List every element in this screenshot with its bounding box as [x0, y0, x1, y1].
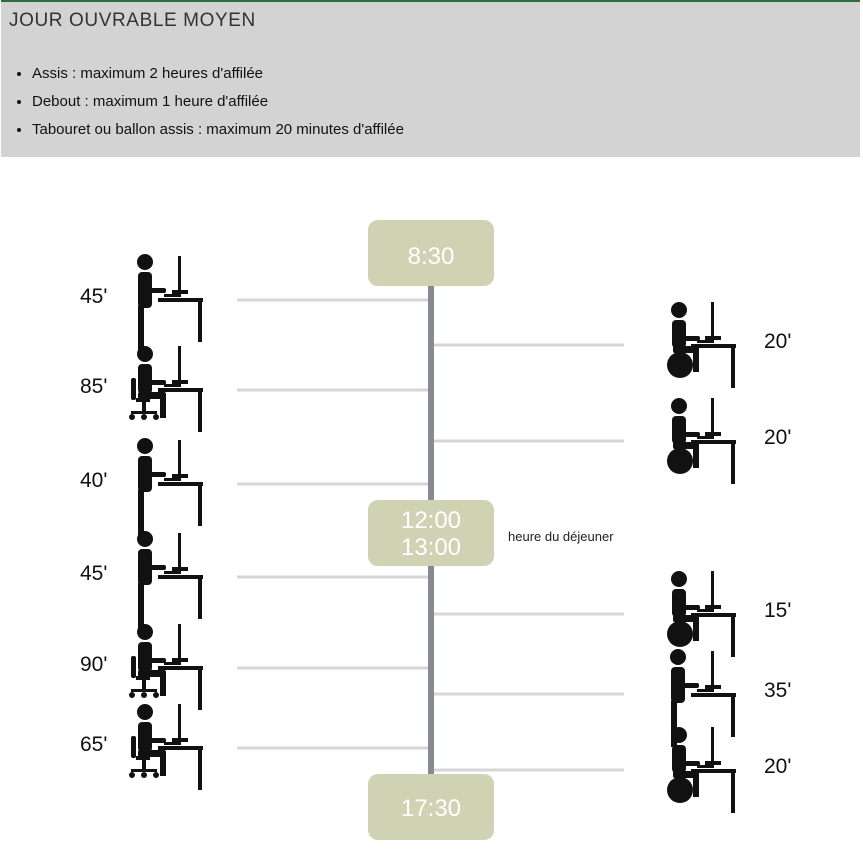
- posture-figure: [137, 254, 203, 352]
- posture-figure: [667, 398, 736, 484]
- connector-lines: [237, 298, 624, 772]
- end-time: 17:30: [401, 795, 461, 822]
- posture-figure: [137, 438, 203, 536]
- posture-figure: [129, 704, 203, 790]
- duration-label: 15': [764, 599, 791, 622]
- desk-icon: [158, 704, 203, 790]
- desk-icon: [691, 302, 736, 388]
- desk-icon: [158, 346, 203, 432]
- rule-sitting: Assis : maximum 2 heures d'affilée: [32, 60, 404, 88]
- ball-sitting-icon: [667, 571, 700, 647]
- ball-sitting-icon: [667, 727, 700, 803]
- page-title: JOUR OUVRABLE MOYEN: [9, 10, 256, 31]
- lunch-label: heure du déjeuner: [508, 529, 614, 544]
- standing-icon: [137, 254, 166, 352]
- desk-icon: [158, 533, 203, 619]
- duration-label: 45': [80, 285, 107, 308]
- standing-icon: [137, 438, 166, 536]
- posture-figure: [137, 531, 203, 629]
- desk-icon: [158, 440, 203, 526]
- duration-label: 20': [764, 755, 791, 778]
- posture-figure: [667, 727, 736, 813]
- desk-icon: [158, 256, 203, 342]
- desk-icon: [158, 624, 203, 710]
- chair-sitting-icon: [129, 704, 166, 778]
- start-time-badge: [368, 220, 494, 286]
- standing-icon: [137, 531, 166, 629]
- duration-label: 20': [764, 426, 791, 449]
- duration-label: 40': [80, 469, 107, 492]
- ball-sitting-icon: [667, 302, 700, 378]
- posture-figure: [667, 571, 736, 657]
- lunch-badge: [368, 500, 494, 566]
- end-time-badge: [368, 774, 494, 840]
- duration-label: 90': [80, 653, 107, 676]
- header-panel: JOUR OUVRABLE MOYEN Assis : maximum 2 he…: [1, 0, 860, 157]
- rules-list: Assis : maximum 2 heures d'affilée Debou…: [1, 60, 404, 144]
- desk-icon: [691, 571, 736, 657]
- duration-label: 20': [764, 330, 791, 353]
- posture-figure: [667, 302, 736, 388]
- lunch-end-time: 13:00: [401, 534, 461, 561]
- ball-sitting-icon: [667, 398, 700, 474]
- duration-label: 45': [80, 562, 107, 585]
- chair-sitting-icon: [129, 624, 166, 698]
- posture-figure: [129, 346, 203, 432]
- rule-standing: Debout : maximum 1 heure d'affilée: [32, 88, 404, 116]
- start-time: 8:30: [408, 243, 455, 270]
- duration-labels: 45' 85' 40' 20' 20' 45' 90' 65' 15' 35' 20': [80, 285, 791, 778]
- workday-timeline: 45' 85' 40' 20' 20' 45' 90' 65' 15' 35' 20' 8:30 1…: [80, 220, 791, 840]
- lunch-start-time: 12:00: [401, 507, 461, 534]
- chair-sitting-icon: [129, 346, 166, 420]
- duration-label: 65': [80, 733, 107, 756]
- posture-figure: [129, 624, 203, 710]
- rule-stool-ball: Tabouret ou ballon assis : maximum 20 mi…: [32, 116, 404, 144]
- desk-icon: [691, 727, 736, 813]
- desk-icon: [691, 398, 736, 484]
- duration-label: 85': [80, 375, 107, 398]
- duration-label: 35': [764, 679, 791, 702]
- desk-icon: [691, 651, 736, 737]
